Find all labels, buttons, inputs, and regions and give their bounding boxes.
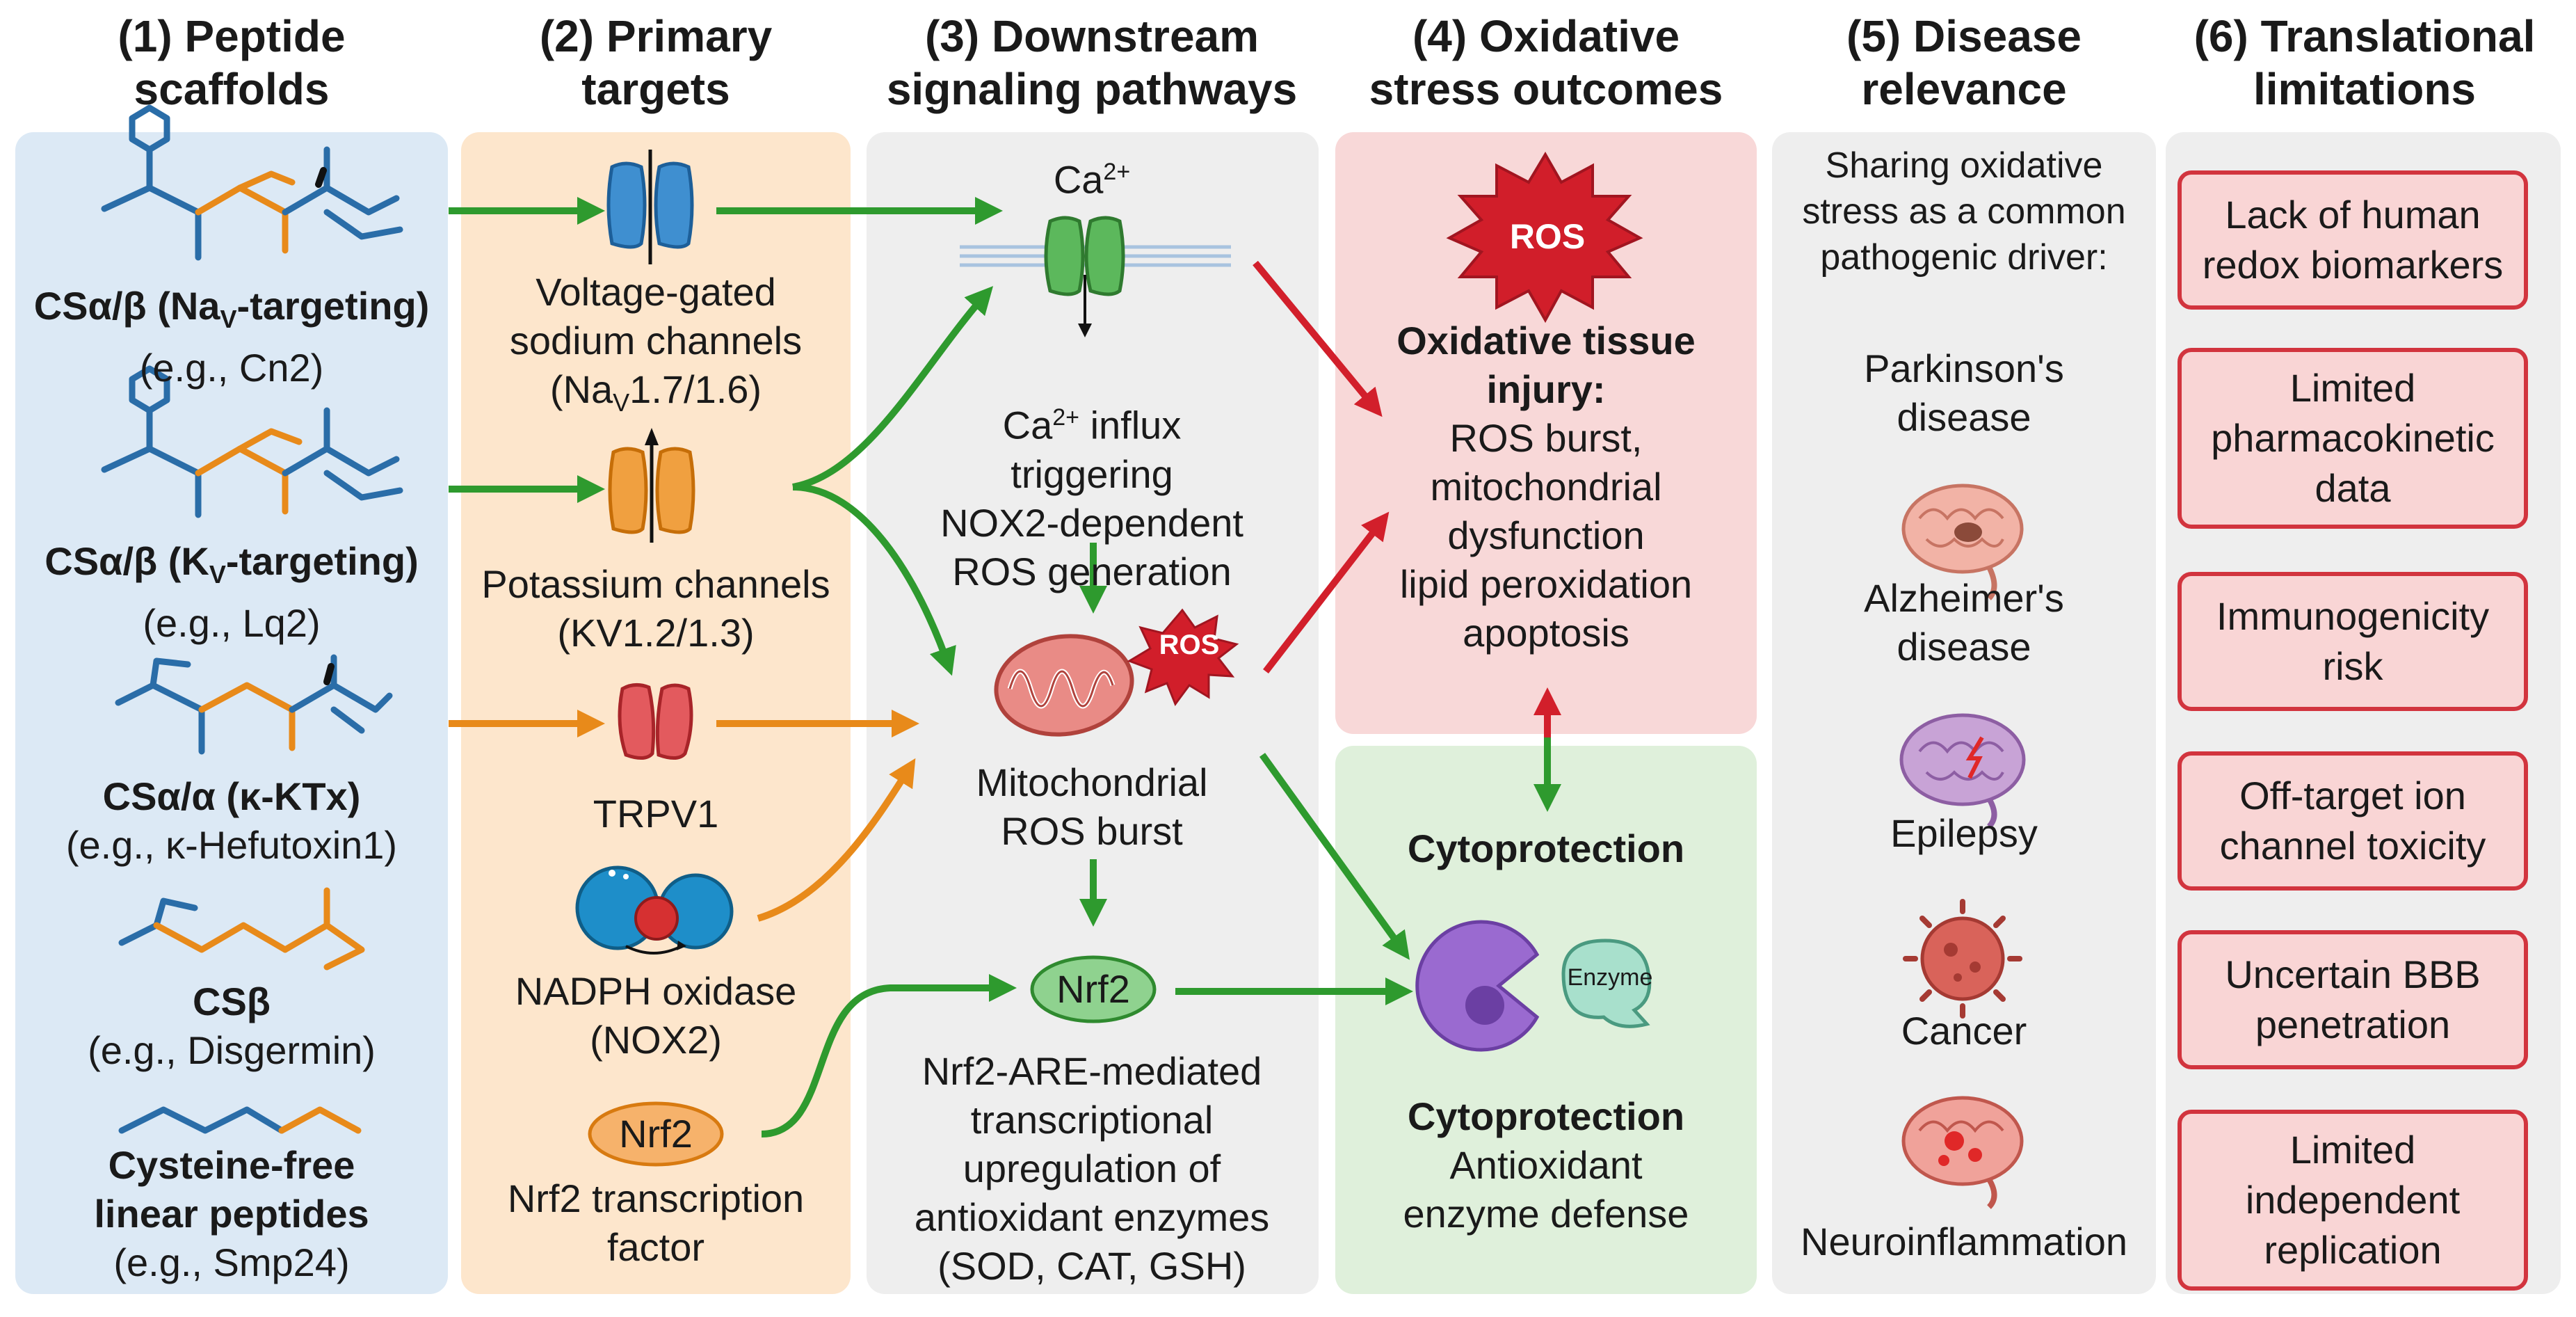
scaffold-example-lq2: (e.g., Lq2): [143, 601, 321, 646]
limitation-pharmacokinetic: Limited pharmacokinetic data: [2177, 348, 2528, 529]
molecule-hefutoxin-icon: [115, 654, 393, 755]
disease-item-alzheimers: Alzheimer's disease: [1864, 576, 2064, 669]
molecule-smp24-icon: [118, 1106, 362, 1134]
ros-burst-icon: [1446, 152, 1643, 324]
scaffold-label-lq2: CSα/β (KV-targeting) (e.g., Lq2): [45, 539, 419, 646]
nrf2-signal-badge-text: Nrf2: [1056, 967, 1130, 1011]
panel-cytoprotection: [1335, 746, 1757, 1294]
mito-ros-burst-icon: [1127, 608, 1239, 707]
cytoprotection-label: Cytoprotection: [1407, 827, 1685, 870]
molecule-cn2-icon: [101, 104, 403, 261]
brain-neuroinflammation-icon: [1901, 1096, 2024, 1209]
limitation-redox-biomarkers: Lack of human redox biomarkers: [2177, 170, 2528, 310]
cytoprotection-cell-icon: [1415, 920, 1540, 1052]
column-title-limitations: (6) Translational limitations: [2193, 11, 2536, 114]
scaffold-example-disgermin: (e.g., Disgermin): [88, 1028, 376, 1072]
scaffold-example-cn2: (e.g., Cn2): [139, 346, 324, 390]
limitation-replication: Limited independent replication: [2177, 1110, 2528, 1291]
sodium-channel-icon: [606, 150, 694, 264]
injury-title: Oxidative tissue injury:: [1396, 319, 1696, 411]
column-title-disease: (5) Disease relevance: [1846, 11, 2082, 114]
panel-peptide-scaffolds: [15, 132, 448, 1294]
panel-primary-targets: [461, 132, 851, 1294]
mito-burst-label: Mitochondrial ROS burst: [976, 760, 1208, 853]
trpv1-channel-icon: [618, 683, 693, 760]
cancer-cell-icon: [1903, 899, 2022, 1019]
nadph-oxidase-icon: [575, 865, 734, 955]
disease-item-parkinsons: Parkinson's disease: [1864, 346, 2064, 439]
target-label-sodium: Voltage-gated sodium channels (NaV1.7/1.…: [509, 270, 803, 417]
scaffold-label-hefutoxin: CSα/α (κ-KTx) (e.g., κ-Hefutoxin1): [65, 774, 398, 867]
target-label-potassium: Potassium channels (KV1.2/1.3): [481, 562, 830, 655]
molecule-lq2-icon: [101, 365, 403, 518]
target-label-nadph: NADPH oxidase (NOX2): [515, 969, 797, 1062]
limitation-off-target: Off-target ion channel toxicity: [2177, 751, 2528, 891]
nrf2-signal-badge: [1030, 955, 1157, 1023]
cytoprotection-description: Antioxidant enzyme defense: [1403, 1143, 1689, 1236]
panel-translational-limitations: [2166, 132, 2561, 1294]
nrf2-are-label: Nrf2-ARE-mediated transcriptional upregu…: [914, 1049, 1270, 1288]
scaffold-example-hefutoxin: (e.g., κ-Hefutoxin1): [65, 823, 398, 867]
scaffold-label-smp24: Cysteine-free linear peptides (e.g., Smp…: [94, 1143, 369, 1284]
disease-item-cancer: Cancer: [1901, 1009, 2027, 1053]
molecule-disgermin-icon: [118, 887, 365, 971]
enzyme-label: Enzyme: [1567, 964, 1653, 991]
nrf2-factor-badge-text: Nrf2: [619, 1112, 693, 1156]
disease-intro: Sharing oxidative stress as a common pat…: [1802, 145, 2126, 278]
brain-parkinsons-icon: [1901, 484, 2024, 600]
scaffold-label-cn2: CSα/β (NaV-targeting) (e.g., Cn2): [33, 284, 430, 390]
scaffold-label-disgermin: CSβ (e.g., Disgermin): [88, 980, 376, 1072]
calcium-channel-icon: [960, 216, 1231, 337]
column-title-scaffolds: (1) Peptide scaffolds: [118, 11, 346, 114]
brain-alzheimers-icon: [1899, 713, 2026, 829]
column-title-outcomes: (4) Oxidative stress outcomes: [1369, 11, 1723, 114]
column-title-targets: (2) Primary targets: [539, 11, 773, 114]
disease-item-epilepsy: Epilepsy: [1890, 811, 2038, 855]
ros-badge-text: ROS: [1509, 217, 1586, 256]
calcium-label: Ca2+: [1053, 157, 1131, 202]
cytoprotection-title: Cytoprotection: [1407, 1094, 1685, 1138]
mitochondrion-icon: [994, 634, 1134, 737]
column-title-signaling: (3) Downstream signaling pathways: [886, 11, 1298, 114]
nrf2-factor-badge: [588, 1101, 724, 1167]
calcium-influx-label: Ca2+ influx triggering NOX2-dependent RO…: [940, 403, 1243, 593]
mito-ros-badge-text: ROS: [1159, 630, 1220, 660]
potassium-channel-icon: [608, 428, 695, 543]
target-label-nrf2: Nrf2 transcription factor: [507, 1176, 805, 1269]
target-label-trpv1: TRPV1: [593, 792, 719, 836]
disease-item-neuroinflammation: Neuroinflammation: [1801, 1220, 2127, 1263]
scaffold-example-smp24: (e.g., Smp24): [113, 1240, 350, 1284]
limitation-immunogenicity: Immunogenicity risk: [2177, 572, 2528, 711]
enzyme-icon: [1561, 939, 1652, 1028]
limitation-bbb-penetration: Uncertain BBB penetration: [2177, 930, 2528, 1069]
injury-description: ROS burst, mitochondrial dysfunction lip…: [1399, 416, 1693, 655]
